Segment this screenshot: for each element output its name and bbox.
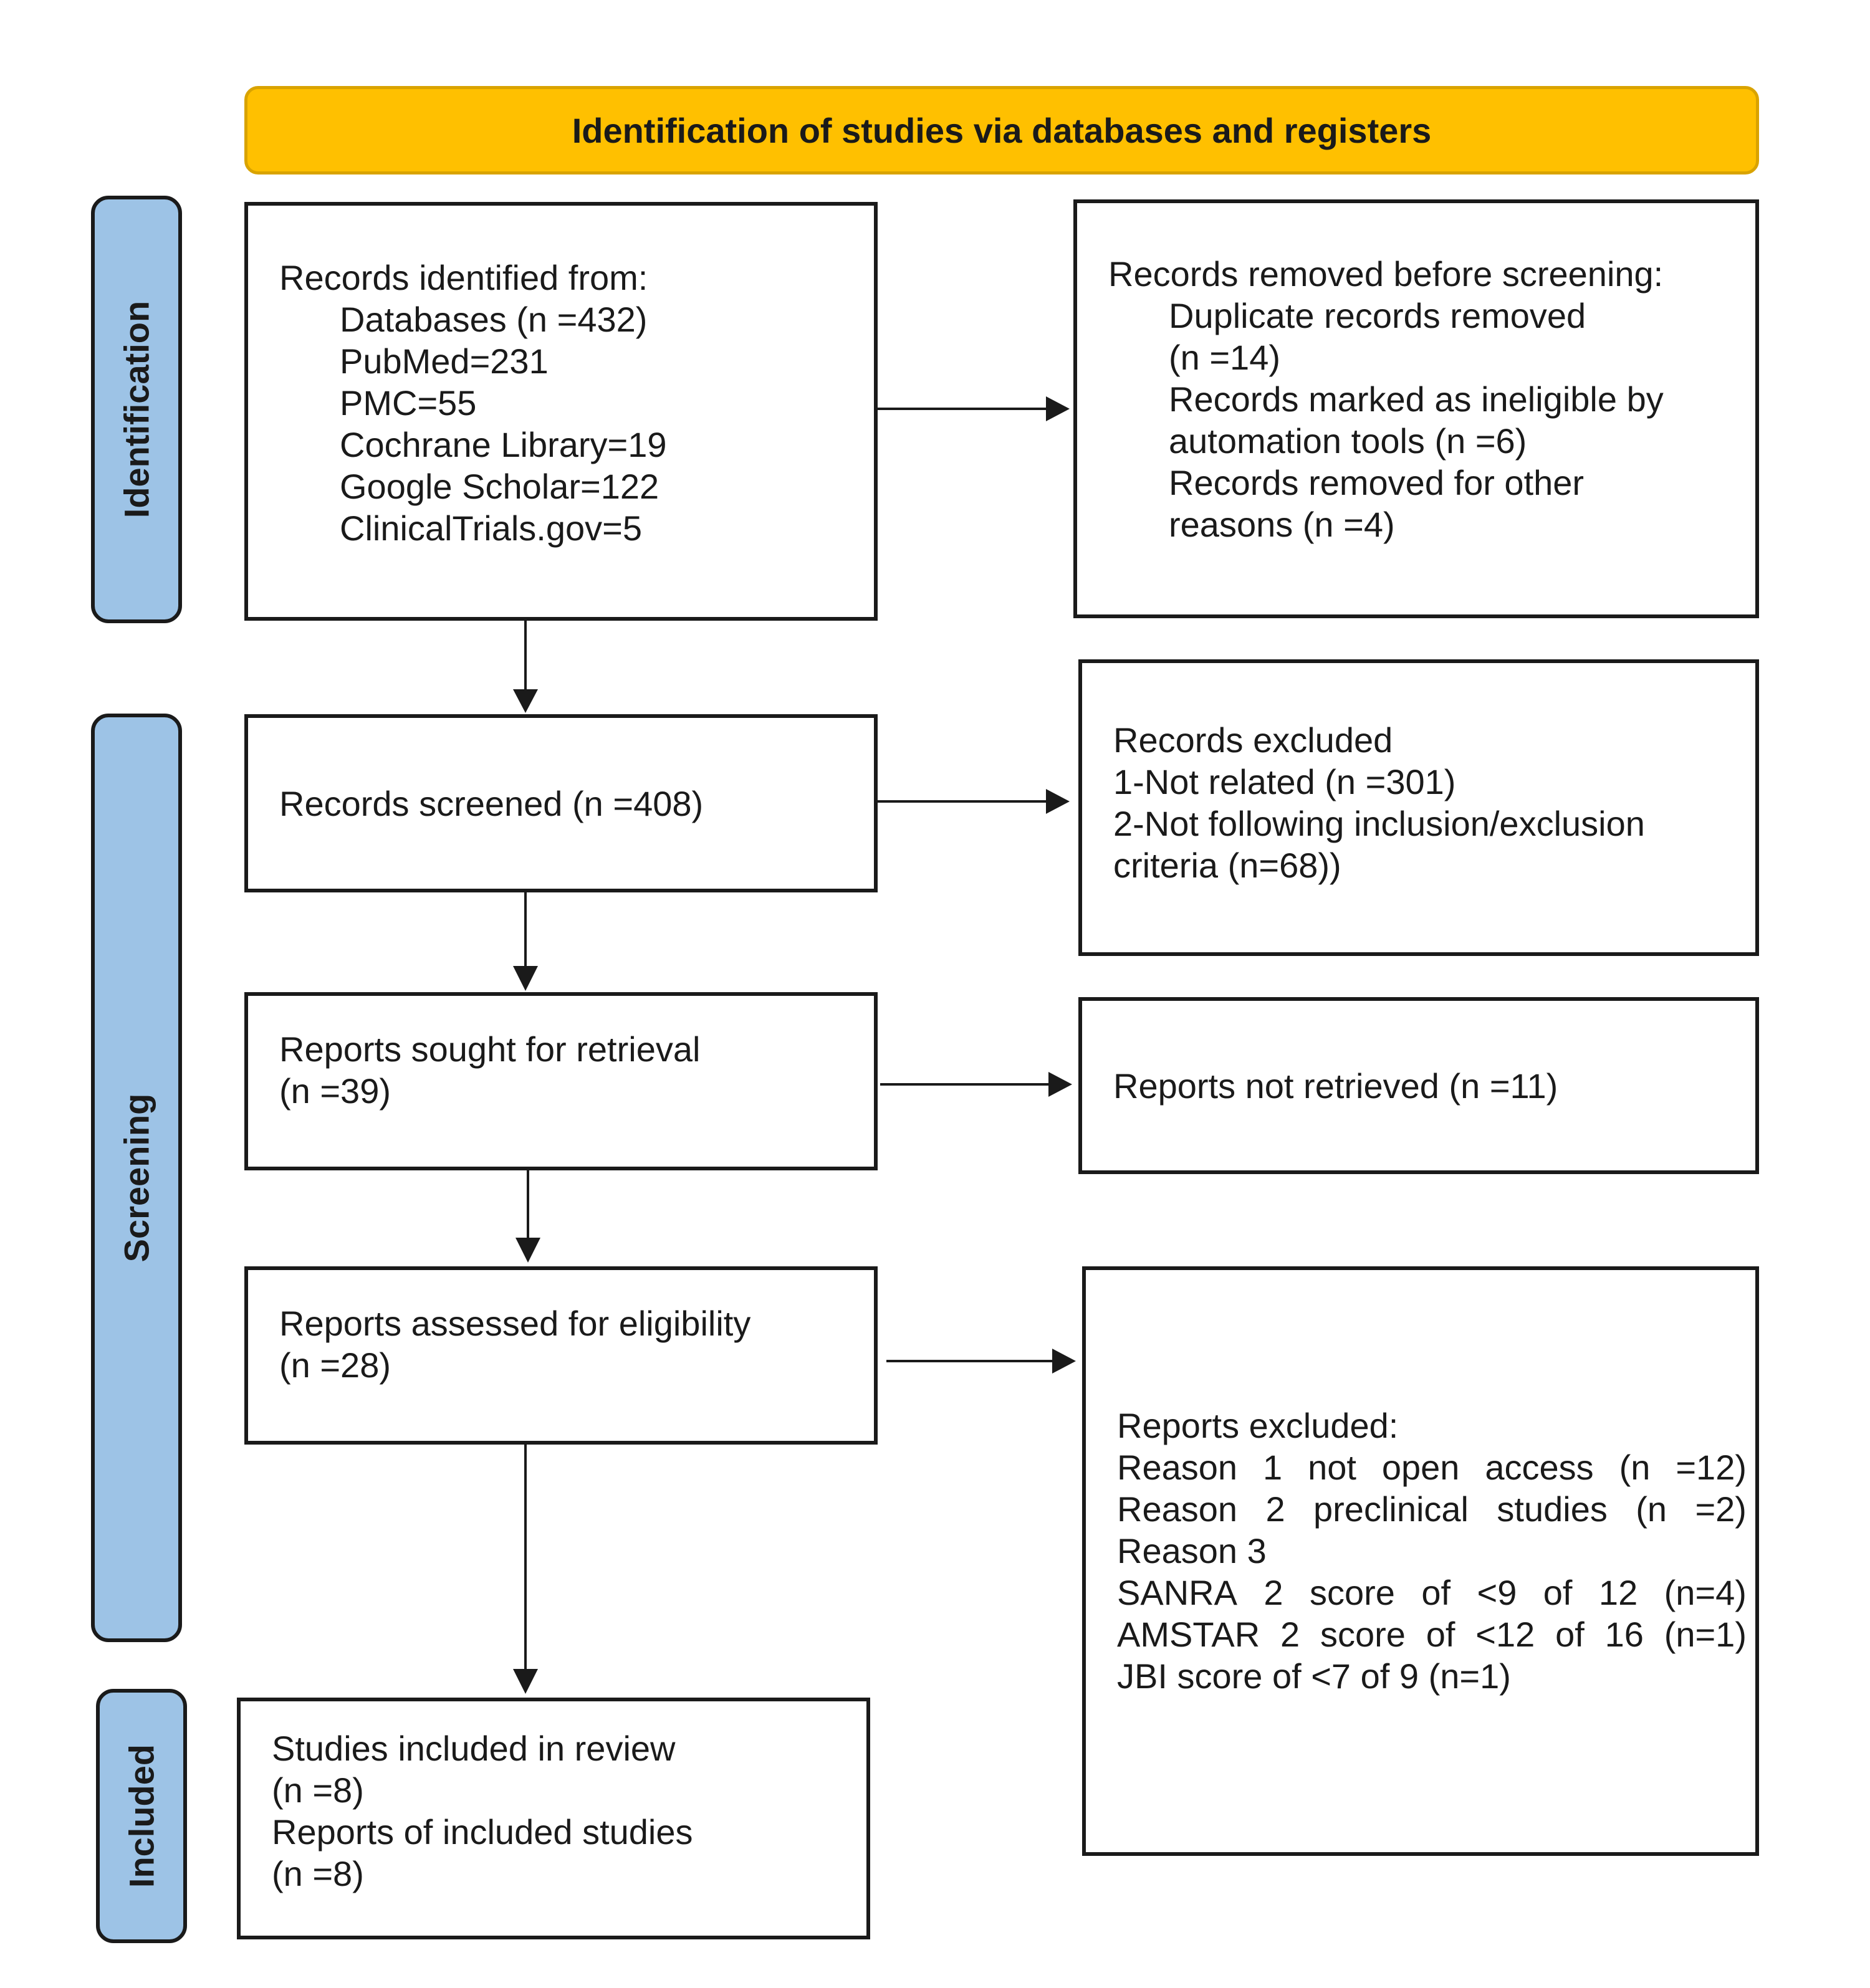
sought-line-1: Reports sought for retrieval — [279, 1030, 701, 1069]
phase-included: Included — [96, 1689, 187, 1943]
excluded-line-3: 2-Not following inclusion/exclusion — [1113, 804, 1645, 843]
phase-identification: Identification — [91, 196, 182, 623]
included-line-4: (n =8) — [272, 1854, 364, 1893]
sanra-word: (n=4) — [1664, 1573, 1747, 1612]
removed-line-2: (n =14) — [1169, 338, 1280, 377]
amstar-line: AMSTAR 2 score of <12 of 16 (n=1) — [1117, 1613, 1747, 1655]
excluded-line-1: Records excluded — [1113, 720, 1393, 760]
arrow-screened-to-excluded-head — [1046, 789, 1070, 814]
reason-1-word: open — [1381, 1448, 1460, 1487]
sanra-word: <9 — [1477, 1573, 1517, 1612]
records-screened-box: Records screened (n =408) — [244, 714, 878, 892]
reason-1-word: (n — [1619, 1448, 1651, 1487]
source-google-scholar: Google Scholar=122 — [340, 467, 659, 506]
records-removed-title: Records removed before screening: — [1108, 254, 1664, 294]
source-pubmed: PubMed=231 — [340, 342, 549, 381]
reports-excluded-box: Reports excluded: Reason 1 not open acce… — [1082, 1266, 1759, 1856]
included-line-3: Reports of included studies — [272, 1812, 693, 1852]
source-cochrane: Cochrane Library=19 — [340, 425, 667, 464]
arrow-assessed-to-reports-excluded-head — [1052, 1349, 1076, 1374]
assessed-line-2: (n =28) — [279, 1345, 391, 1385]
sanra-word: score — [1309, 1573, 1395, 1612]
included-line-2: (n =8) — [272, 1771, 364, 1810]
sanra-word: of — [1543, 1573, 1573, 1612]
reason-1-word: =12) — [1676, 1448, 1747, 1487]
sanra-word: 12 — [1598, 1573, 1638, 1612]
jbi-line: JBI score of <7 of 9 (n=1) — [1117, 1656, 1511, 1696]
source-clinicaltrials: ClinicalTrials.gov=5 — [340, 509, 642, 548]
amstar-word: AMSTAR — [1117, 1615, 1260, 1654]
excluded-line-4: criteria (n=68)) — [1113, 846, 1341, 885]
arrow-sought-to-assessed-head — [515, 1238, 540, 1263]
records-identified-title: Records identified from: — [279, 258, 648, 297]
arrow-sought-to-not-retrieved-head — [1048, 1072, 1072, 1097]
removed-line-3: Records marked as ineligible by — [1169, 380, 1664, 419]
reason-3-line: Reason 3 — [1117, 1531, 1267, 1570]
reason-2-line: Reason 2 preclinical studies (n =2) — [1117, 1488, 1747, 1530]
amstar-word: of — [1555, 1615, 1585, 1654]
arrow-identified-to-screened-head — [513, 689, 538, 713]
source-databases: Databases (n =432) — [340, 300, 648, 339]
reason-1-word: 1 — [1262, 1448, 1283, 1487]
records-excluded-box: Records excluded 1-Not related (n =301) … — [1078, 659, 1759, 956]
removed-line-6: reasons (n =4) — [1169, 505, 1395, 544]
reason-2-word: 2 — [1265, 1489, 1285, 1529]
records-removed-box: Records removed before screening: Duplic… — [1073, 199, 1759, 618]
amstar-word: (n=1) — [1664, 1615, 1747, 1654]
amstar-word: of — [1426, 1615, 1455, 1654]
amstar-word: 16 — [1604, 1615, 1644, 1654]
amstar-word: score — [1320, 1615, 1406, 1654]
reason-1-word: Reason — [1117, 1448, 1238, 1487]
removed-line-1: Duplicate records removed — [1169, 296, 1586, 335]
reason-1-line: Reason 1 not open access (n =12) — [1117, 1446, 1747, 1488]
reason-2-word: Reason — [1117, 1489, 1238, 1529]
removed-line-5: Records removed for other — [1169, 463, 1585, 502]
excluded-line-2: 1-Not related (n =301) — [1113, 762, 1456, 801]
phase-screening: Screening — [91, 714, 182, 1642]
arrow-identified-to-removed-head — [1046, 396, 1070, 421]
studies-included-box: Studies included in review (n =8) Report… — [237, 1698, 870, 1939]
amstar-word: <12 — [1475, 1615, 1535, 1654]
reports-sought-box: Reports sought for retrieval (n =39) — [244, 992, 878, 1170]
records-screened-text: Records screened (n =408) — [279, 783, 704, 823]
sanra-word: of — [1421, 1573, 1451, 1612]
source-pmc: PMC=55 — [340, 383, 477, 423]
reports-assessed-box: Reports assessed for eligibility (n =28) — [244, 1266, 878, 1445]
reason-2-word: (n — [1636, 1489, 1667, 1529]
not-retrieved-text: Reports not retrieved (n =11) — [1113, 1066, 1558, 1106]
records-identified-box: Records identified from: Databases (n =4… — [244, 202, 878, 621]
removed-line-4: automation tools (n =6) — [1169, 421, 1527, 461]
arrow-screened-to-sought-head — [513, 966, 538, 991]
reason-2-word: =2) — [1695, 1489, 1747, 1529]
amstar-word: 2 — [1280, 1615, 1300, 1654]
sanra-line: SANRA 2 score of <9 of 12 (n=4) — [1117, 1572, 1747, 1613]
sanra-word: 2 — [1263, 1573, 1283, 1612]
reason-2-word: studies — [1497, 1489, 1608, 1529]
reason-1-word: not — [1308, 1448, 1356, 1487]
reports-not-retrieved-box: Reports not retrieved (n =11) — [1078, 997, 1759, 1174]
reason-2-word: preclinical — [1313, 1489, 1469, 1529]
reports-excluded-title: Reports excluded: — [1117, 1406, 1399, 1445]
reason-1-word: access — [1485, 1448, 1594, 1487]
assessed-line-1: Reports assessed for eligibility — [279, 1304, 751, 1343]
sought-line-2: (n =39) — [279, 1071, 391, 1111]
sanra-word: SANRA — [1117, 1573, 1237, 1612]
identification-header: Identification of studies via databases … — [244, 86, 1759, 174]
arrow-assessed-to-included-head — [513, 1669, 538, 1694]
included-line-1: Studies included in review — [272, 1729, 676, 1768]
